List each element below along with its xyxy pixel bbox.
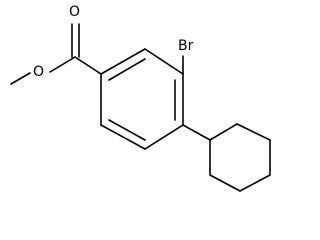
ring-inner-double-bond-1 <box>108 58 146 81</box>
cyclohexyl-bond-2 <box>236 123 271 141</box>
ester-oxygen-label: O <box>33 64 44 80</box>
benzene-ring <box>100 48 184 150</box>
carbonyl-to-ring-bond <box>74 56 102 75</box>
ring-bond-2 <box>144 48 184 75</box>
ester-group: O O <box>10 4 102 85</box>
cyclohexyl-attachment-bond <box>182 124 211 141</box>
cyclohexyl-bond-5 <box>209 174 241 192</box>
ring-bond-5 <box>100 124 146 150</box>
carbonyl-oxygen-label: O <box>69 4 80 20</box>
bromine-label: Br <box>178 38 194 54</box>
cyclohexyl-group <box>182 123 271 192</box>
ester-oxygen-to-carbonyl-bond <box>49 56 76 73</box>
cyclohexyl-bond-4 <box>239 174 271 192</box>
methyl-bond <box>10 72 31 85</box>
ring-bond-4 <box>144 124 184 150</box>
bromo-substituent: Br <box>178 38 194 75</box>
ring-bond-1 <box>100 48 146 75</box>
ring-inner-double-bond-3 <box>108 119 146 141</box>
chemical-structure: O O Br <box>10 4 271 192</box>
cyclohexyl-bond-1 <box>209 123 238 141</box>
